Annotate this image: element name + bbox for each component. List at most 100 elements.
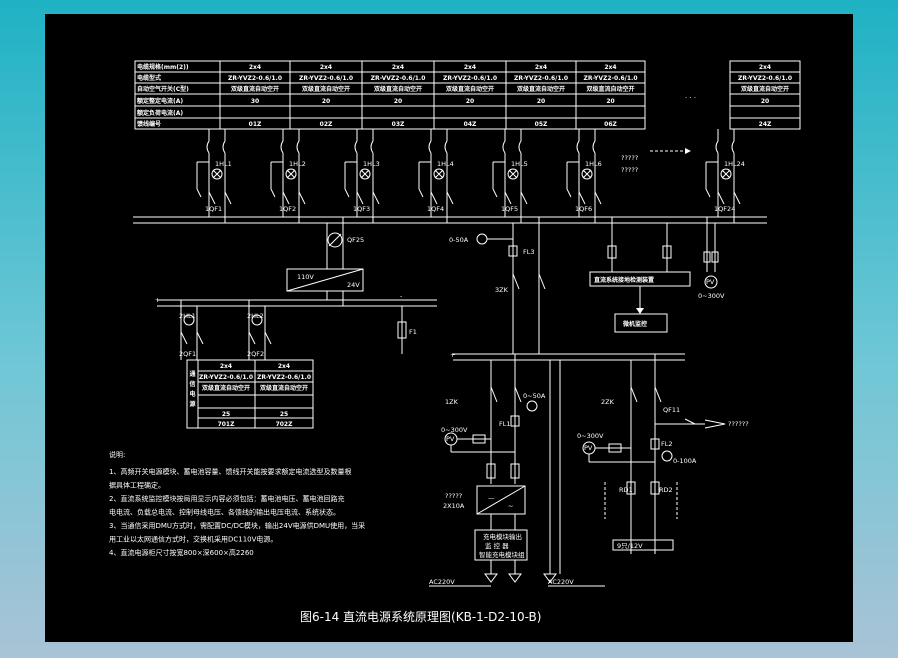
- rect-minus: —: [488, 494, 495, 502]
- feeder-id-cell: 03Z: [392, 121, 405, 128]
- note-line: 用工业以太网通信方式时，交换机采用DC110V电源。: [109, 535, 277, 544]
- voltmeter-right-label: 0~300V: [577, 432, 604, 440]
- hall-sensor-icon: [211, 168, 223, 180]
- rect-tilde: ~: [508, 502, 513, 510]
- feeder-spec-cell: 2x4: [392, 64, 404, 71]
- pv-left-label: PV: [446, 435, 455, 443]
- feeder-id-cell: 01Z: [249, 121, 262, 128]
- charger-module-box: [474, 529, 528, 561]
- shunt-fl2: [650, 438, 660, 450]
- feeder-breaker-cell: 双级直流自动空开: [446, 85, 494, 93]
- feeder-breaker-label: 1QF1: [205, 205, 222, 213]
- feeder-id-cell: 02Z: [320, 121, 333, 128]
- feeder-cable-cell: ZR-YVZ2-0.6/1.0: [443, 75, 497, 82]
- ammeter-right-label: 0-100A: [673, 457, 697, 465]
- fuse-rd2-label: RD2: [659, 486, 673, 494]
- pv-right-label: PV: [584, 444, 593, 452]
- drawing-frame: 电缆规格(mm(2))电缆型式自动空气开关(C型)额定整定电流(A)额定负荷电流…: [45, 14, 853, 642]
- switch-3zk-label: 3ZK: [495, 286, 509, 294]
- feeder-breaker-label: 1QF24: [714, 205, 735, 213]
- qf25-label: QF25: [347, 236, 364, 244]
- ammeter-left-label: 0~50A: [523, 392, 546, 400]
- note-line: 3、当通信采用DMU方式时，需配置DC/DC模块，输出24V电源供DMU使用，当…: [109, 521, 365, 530]
- fuse-f1: [397, 321, 407, 339]
- feeder-cable-cell: ZR-YVZ2-0.6/1.0: [583, 75, 637, 82]
- converter-input: 110V: [297, 273, 314, 281]
- feeder-current-cell: 20: [466, 98, 474, 105]
- shunt-fl3: [508, 245, 518, 257]
- feeder-spec-cell: 2x4: [604, 64, 616, 71]
- ammeter-label: 0-50A: [449, 236, 469, 244]
- hall-sensor-icon: [581, 168, 593, 180]
- sub-current-cell: 25: [222, 411, 230, 418]
- sub-hall-sensor-icon: [183, 314, 195, 326]
- feeder-current-cell: 20: [322, 98, 330, 105]
- voltmeter-left-label: 0~300V: [441, 426, 468, 434]
- feeder-breaker-label: 1QF5: [501, 205, 518, 213]
- pv-meter-label: PV: [706, 278, 715, 286]
- sub-cable-cell: ZR-YVZ2-0.6/1.0: [257, 374, 311, 381]
- shunt-fl3-label: FL3: [523, 248, 535, 256]
- sub-bus-minus: -: [400, 292, 403, 300]
- feeder-spec-cell: 2x4: [759, 64, 771, 71]
- feeder-row-label: 自动空气开关(C型): [137, 85, 189, 93]
- feeder-table: 电缆规格(mm(2))电缆型式自动空气开关(C型)额定整定电流(A)额定负荷电流…: [134, 60, 801, 130]
- feeder-breaker-cell: 双级直流自动空开: [302, 85, 350, 93]
- sub-hall-label: 2HL2: [247, 312, 264, 320]
- sub-breaker-label: 2QF1: [179, 350, 196, 358]
- feeder-row-label: 额定整定电流(A): [137, 97, 183, 105]
- microcomputer-monitor-text: 微机监控: [622, 320, 647, 328]
- charger-box-line-3: 智能充电模块组: [479, 550, 525, 559]
- pv-meter-icon: [704, 275, 718, 289]
- feeder-ellipsis: . . .: [685, 92, 696, 100]
- sub-current-cell: 25: [280, 411, 288, 418]
- hall-sensor-label: 1HL24: [724, 160, 745, 168]
- sub-row-label: 通信电源: [189, 370, 195, 408]
- feeder-cable-cell: ZR-YVZ2-0.6/1.0: [514, 75, 568, 82]
- feeder-row-label: 电缆规格(mm(2)): [137, 63, 189, 71]
- feeder-breaker-label: 1QF6: [575, 205, 592, 213]
- feeder-spec-cell: 2x4: [249, 64, 261, 71]
- feeder-id-cell: 24Z: [759, 121, 772, 128]
- feeder-cable-cell: ZR-YVZ2-0.6/1.0: [228, 75, 282, 82]
- ac-left-label: AC220V: [429, 578, 455, 586]
- feeder-current-cell: 20: [606, 98, 614, 105]
- feeder-id-cell: 05Z: [535, 121, 548, 128]
- sub-breaker-label: 2QF2: [247, 350, 264, 358]
- qf25-breaker-icon: [327, 232, 343, 248]
- hall-sensor-label: 1HL5: [511, 160, 528, 168]
- sub-table: [186, 359, 314, 429]
- feeder-circuit: 1HL5 1QF5: [492, 129, 528, 223]
- measurement-branch: 0-50A FL3 3ZK 直流系统接地检测装置 微机监控 PV 0~300V: [449, 217, 725, 354]
- rectifier-left-rating: 2X10A: [443, 502, 465, 510]
- arrow-head: [685, 148, 691, 154]
- feeder-row-label: 馈线编号: [137, 120, 161, 128]
- rectifier-left-label: ?????: [445, 492, 462, 500]
- switch-2zk-label: 2ZK: [601, 398, 615, 406]
- rectifier-right: 2ZK QF11 ?????? 0~300V PV FL2 0-100A RD1…: [543, 354, 749, 587]
- feeder-current-cell: 20: [537, 98, 545, 105]
- dcdc-converter-box: [286, 268, 364, 292]
- converter-output: 24V: [347, 281, 360, 289]
- charger-box-line-1: 充电模块输出: [483, 532, 522, 541]
- sub-spec-cell: 2x4: [220, 363, 232, 370]
- feeder-breaker-label: 1QF3: [353, 205, 370, 213]
- sub-hall-label: 2HL1: [179, 312, 196, 320]
- voltmeter-main-label: 0~300V: [698, 292, 725, 300]
- note-line: 2、直流系统监控模块按局用显示内容必须包括：蓄电池电压、蓄电池回路充: [109, 494, 344, 503]
- hall-sensor-label: 1HL3: [363, 160, 380, 168]
- feeder-id-cell: 06Z: [604, 121, 617, 128]
- feeder-spec-cell: 2x4: [464, 64, 476, 71]
- feeder-circuit: 1HL3 1QF3: [344, 129, 380, 223]
- feeder-current-cell: 30: [251, 98, 259, 105]
- insulation-monitor-text: 直流系统接地检测装置: [594, 276, 654, 284]
- feeder-breaker-label: 1QF2: [279, 205, 296, 213]
- rectifier-left-box: [476, 485, 526, 515]
- hall-sensor-label: 1HL1: [215, 160, 232, 168]
- note-line: 据具体工程确定。: [109, 481, 165, 490]
- sub-feeder-circuit: 2HL1 2QF1: [179, 300, 204, 360]
